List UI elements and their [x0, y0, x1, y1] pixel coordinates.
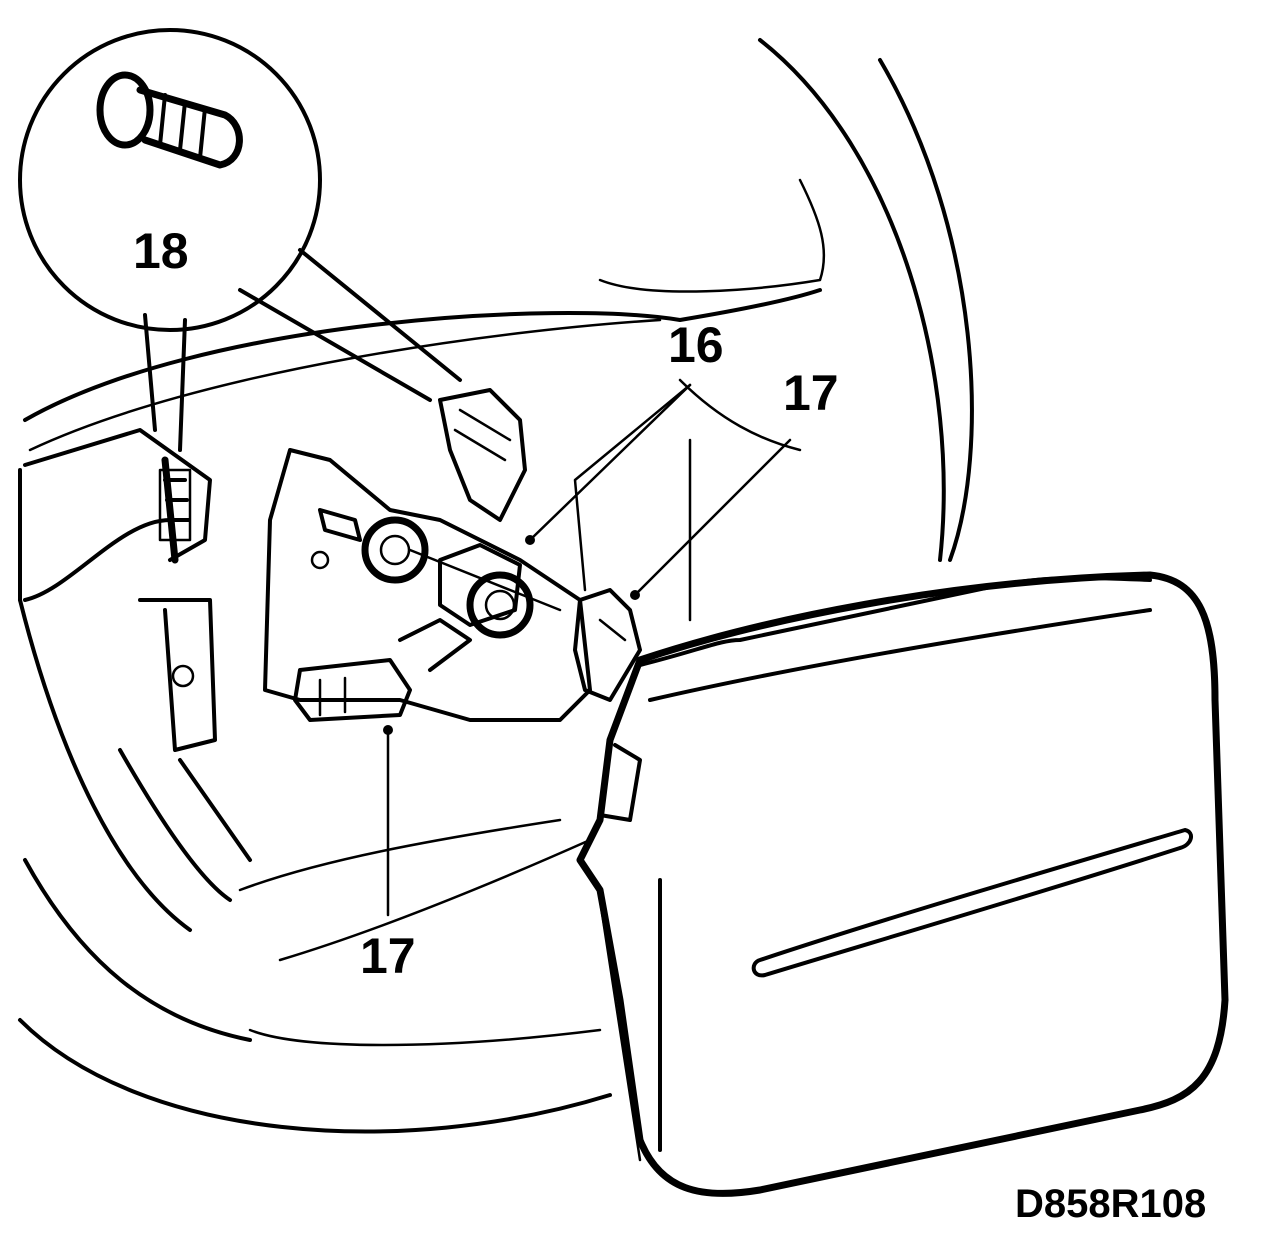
steering-wheel-hub [23, 178, 826, 1047]
airbag-module [576, 571, 1229, 1197]
screw-detail-circle [18, 28, 462, 452]
mounted-screw-icon [161, 456, 191, 564]
leader-lines [383, 383, 792, 917]
screw-icon [96, 71, 243, 169]
callout-17-right: 17 [783, 365, 839, 421]
callout-17-bottom: 17 [360, 928, 416, 984]
hub-mechanism [263, 448, 592, 722]
figure-code: D858R108 [1015, 1182, 1206, 1226]
steering-wheel-rim [18, 38, 974, 1134]
right-connector [573, 588, 642, 702]
left-spoke [118, 468, 252, 902]
lower-connector [293, 618, 472, 722]
upper-connector [438, 388, 527, 522]
callout-18: 18 [133, 223, 189, 279]
callout-16: 16 [668, 317, 724, 373]
